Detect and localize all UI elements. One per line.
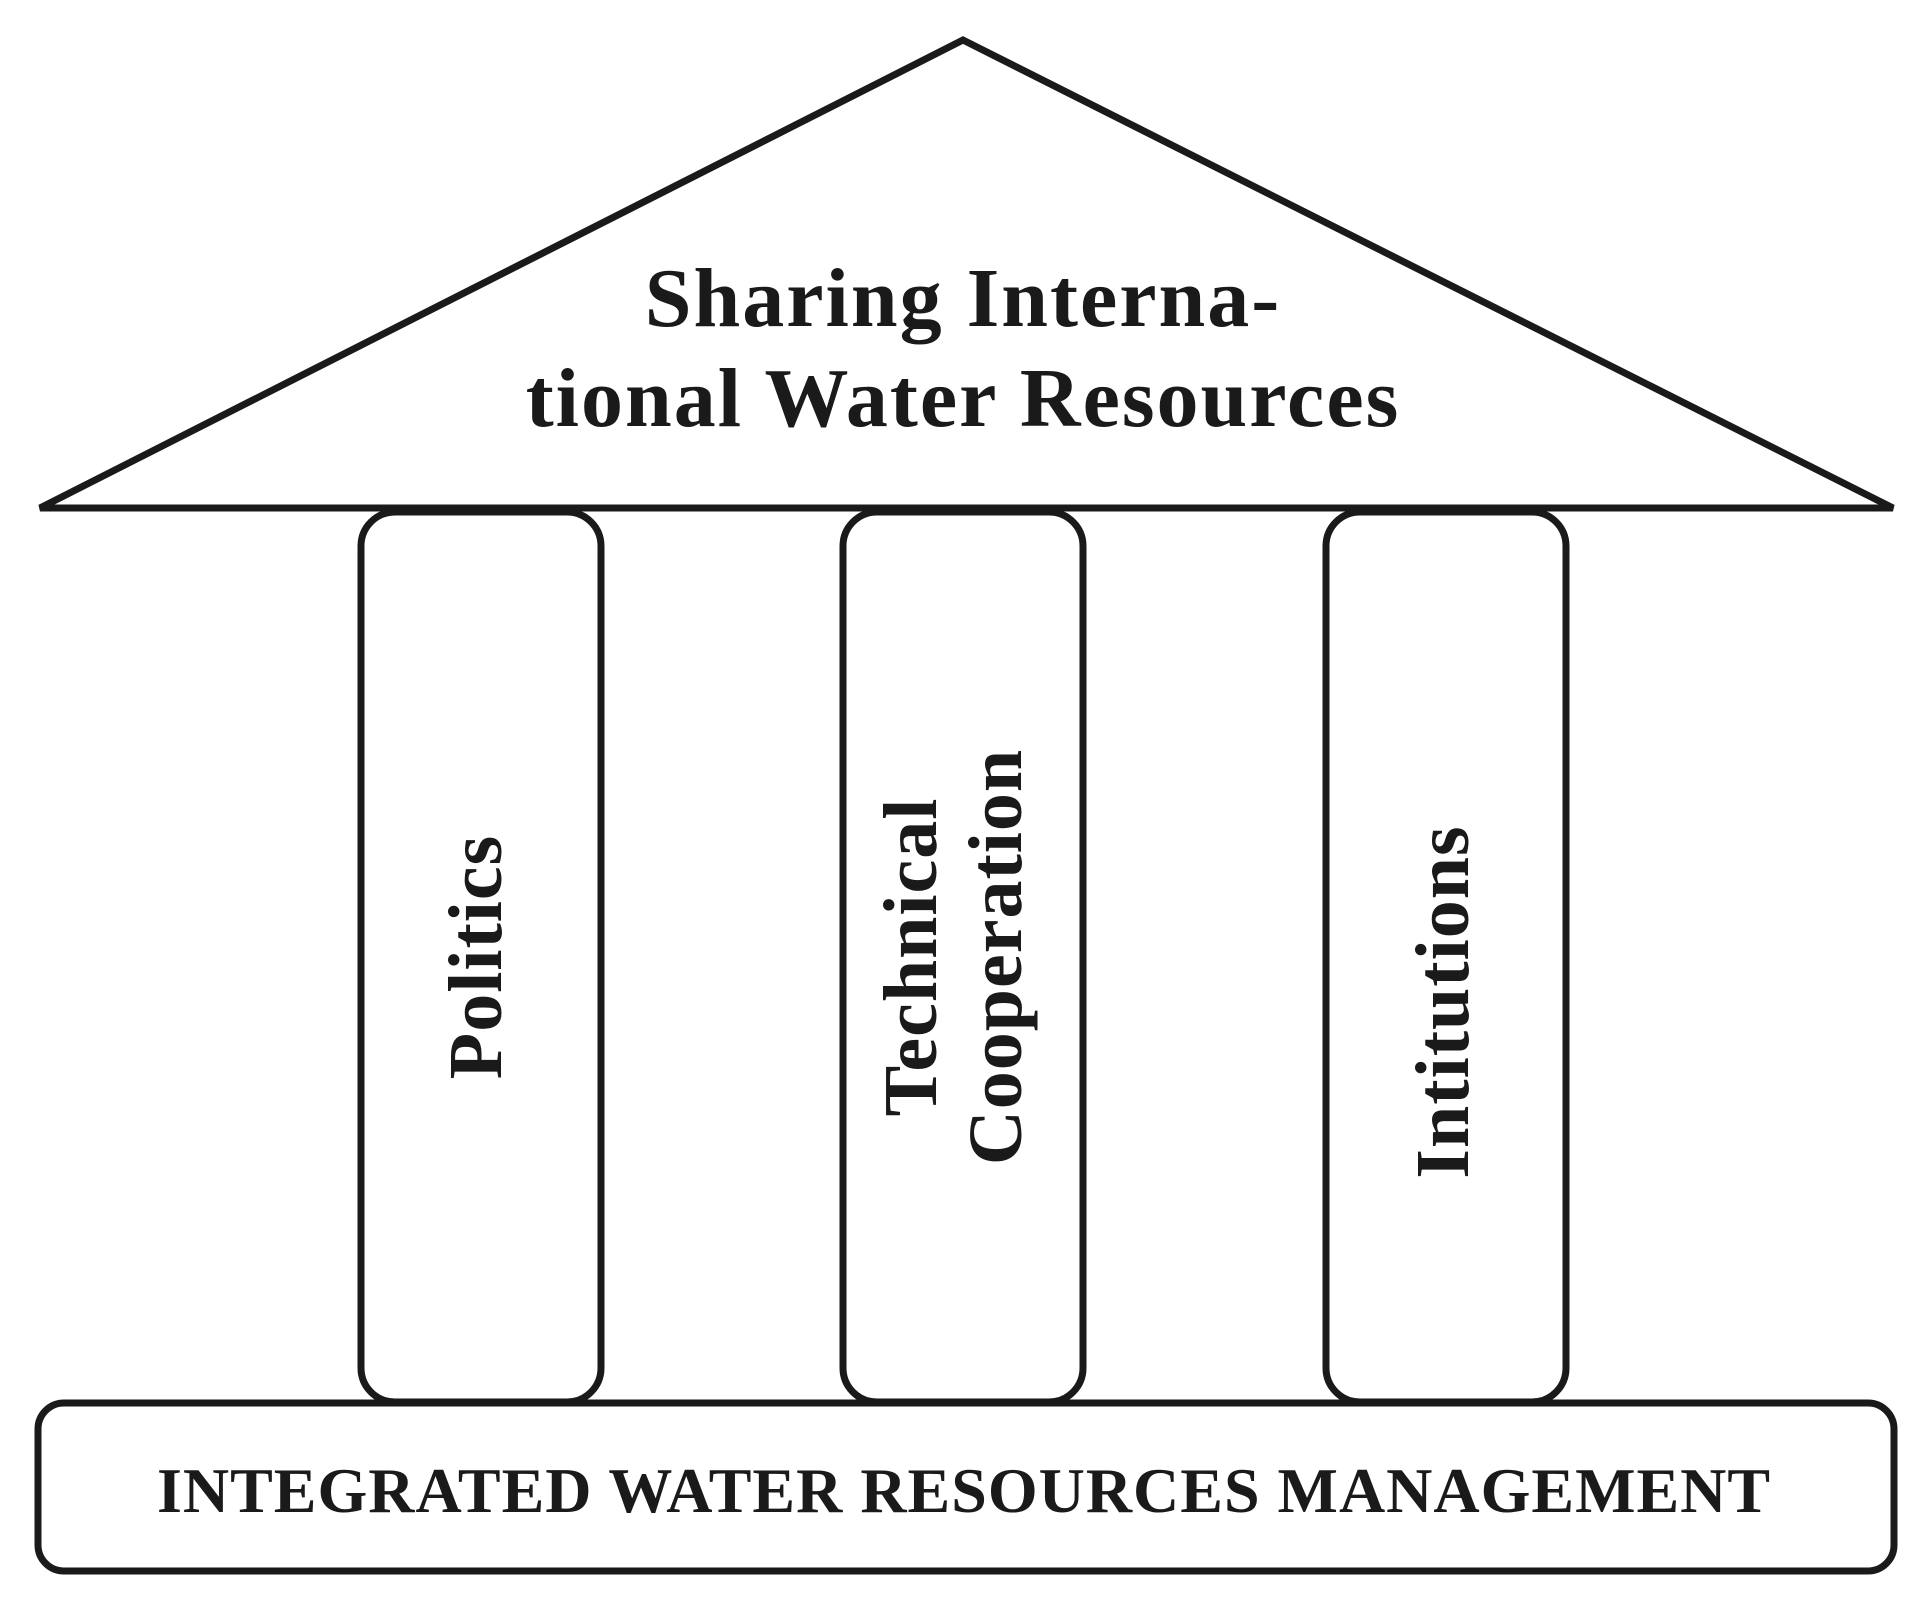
pillar-technical-cooperation: Technical Cooperation <box>839 508 1087 1406</box>
roof-triangle <box>38 36 1895 512</box>
pillar-politics: Politics <box>357 508 605 1406</box>
base-platform <box>34 1399 1898 1575</box>
base: INTEGRATED WATER RESOURCES MANAGEMENT <box>34 1399 1898 1575</box>
roof-title-line-1: Sharing Interna- <box>645 252 1281 345</box>
pillar-politics-label: Politics <box>434 835 518 1079</box>
pillar-technical-cooperation-label-line-1: Technical <box>869 798 953 1117</box>
pillar-institutions: Intitutions <box>1322 508 1570 1406</box>
roof: Sharing Interna- tional Water Resources <box>38 36 1895 512</box>
pillar-institutions-label: Intitutions <box>1401 825 1485 1178</box>
roof-title-line-2: tional Water Resources <box>526 352 1401 445</box>
base-label: INTEGRATED WATER RESOURCES MANAGEMENT <box>157 1455 1771 1526</box>
pillar-technical-cooperation-label-line-2: Cooperation <box>954 749 1038 1165</box>
